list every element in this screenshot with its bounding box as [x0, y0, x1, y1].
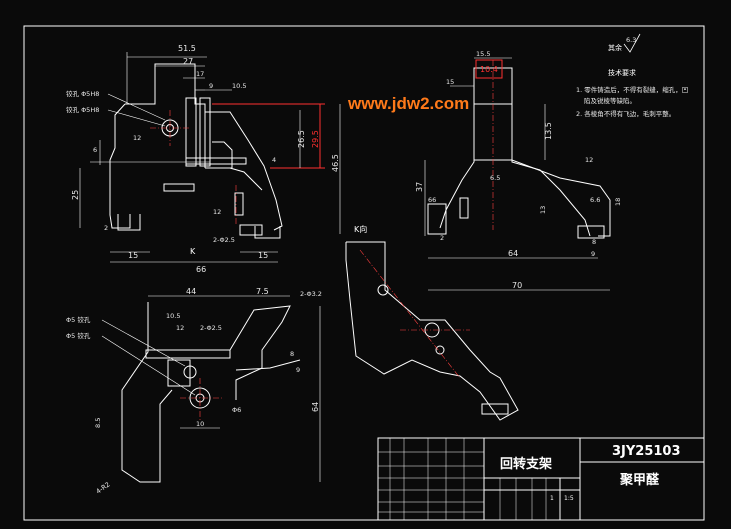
- title-scale: 1:5: [564, 495, 574, 502]
- bottom-dim-9: 10: [196, 420, 204, 428]
- bottom-dim-7: 9: [296, 366, 300, 374]
- front-view: [109, 63, 283, 239]
- front-dim-15: 66: [196, 265, 206, 274]
- roughness-prefix: 其余: [608, 43, 622, 52]
- title-material: 聚甲醛: [619, 472, 660, 488]
- title-part-name: 回转支架: [500, 456, 552, 472]
- tech-note-line-1: 陷及锐棱等缺陷。: [584, 96, 636, 105]
- side-dim-13: 66: [428, 196, 436, 204]
- side-dim-6: 6.6: [590, 196, 600, 204]
- front-dim-13: 15: [128, 251, 138, 260]
- title-drawing-no: 3JY25103: [612, 444, 681, 459]
- bottom-dim-2: 2-Φ3.2: [300, 290, 322, 298]
- drawing-frame: [23, 25, 705, 521]
- side-dim-2: 13.5: [544, 122, 553, 140]
- tech-notes-heading: 技术要求: [608, 68, 636, 77]
- front-dim-5: 12: [133, 134, 141, 142]
- k-view-label: K向: [354, 224, 367, 234]
- front-dim-2: 17: [196, 70, 204, 78]
- front-dim-7: 25: [71, 190, 80, 200]
- k-arrow-label: K: [190, 247, 196, 256]
- title-quantity: 1: [550, 495, 554, 502]
- bottom-dim-1: 7.5: [256, 287, 269, 296]
- side-dim-12: 70: [512, 281, 522, 290]
- front-dim-11: 12: [213, 208, 221, 216]
- side-dim-10: 64: [508, 249, 518, 258]
- front-callout-1: 铰孔 Φ5H8: [66, 105, 99, 114]
- side-red-dim: 10.4: [480, 65, 498, 74]
- side-dim-4: 6.5: [490, 174, 500, 182]
- front-dim-10: 46.5: [331, 154, 340, 172]
- side-dim-0: 15.5: [476, 50, 490, 58]
- front-dim-0: 51.5: [178, 44, 196, 53]
- bottom-dim-6: 8: [290, 350, 294, 358]
- side-dim-5: 12: [585, 156, 593, 164]
- side-dim-14: 2: [440, 234, 444, 242]
- tech-note-line-0: 1. 零件铸造后，不得有裂缝，缩孔，凹: [576, 85, 688, 94]
- front-red-dim: 29.5: [311, 130, 320, 148]
- bottom-dim-10: Φ6: [232, 406, 241, 414]
- bottom-dim-8: 8.5: [94, 418, 102, 428]
- side-view: [427, 60, 611, 239]
- bottom-view: [121, 302, 301, 483]
- side-dim-8: 18: [614, 198, 622, 206]
- front-dim-9: 26.5: [297, 130, 306, 148]
- watermark-text: www.jdw2.com: [347, 94, 469, 113]
- roughness-value: 6.3: [626, 36, 636, 44]
- front-dim-12: 2: [104, 224, 108, 232]
- side-dim-3: 37: [415, 182, 424, 192]
- side-dim-7: 13: [539, 206, 547, 214]
- front-dim-1: 27: [183, 57, 193, 66]
- front-dim-4: 10.5: [232, 82, 246, 90]
- side-dim-1: 15: [446, 78, 454, 86]
- bottom-dim-11: 64: [311, 402, 320, 412]
- bottom-dim-5: 2-Φ2.5: [200, 324, 222, 332]
- front-dim-6: 6: [93, 146, 97, 154]
- side-dim-9: 8: [592, 238, 596, 246]
- bottom-dim-4: 12: [176, 324, 184, 332]
- tech-note-line-2: 2. 各棱角不得有飞边，毛刺平整。: [576, 109, 675, 118]
- front-dim-16: 2-Φ2.5: [213, 236, 235, 244]
- front-dim-8: 4: [272, 156, 276, 164]
- front-dim-3: 9: [209, 82, 213, 90]
- front-callout-0: 铰孔 Φ5H8: [66, 89, 99, 98]
- bottom-dim-3: 10.5: [166, 312, 180, 320]
- bottom-dim-0: 44: [186, 287, 196, 296]
- side-dim-11: 9: [591, 250, 595, 258]
- front-dim-14: 15: [258, 251, 268, 260]
- bottom-callout-1: Φ5 铰孔: [66, 331, 91, 340]
- bottom-callout-0: Φ5 铰孔: [66, 315, 91, 324]
